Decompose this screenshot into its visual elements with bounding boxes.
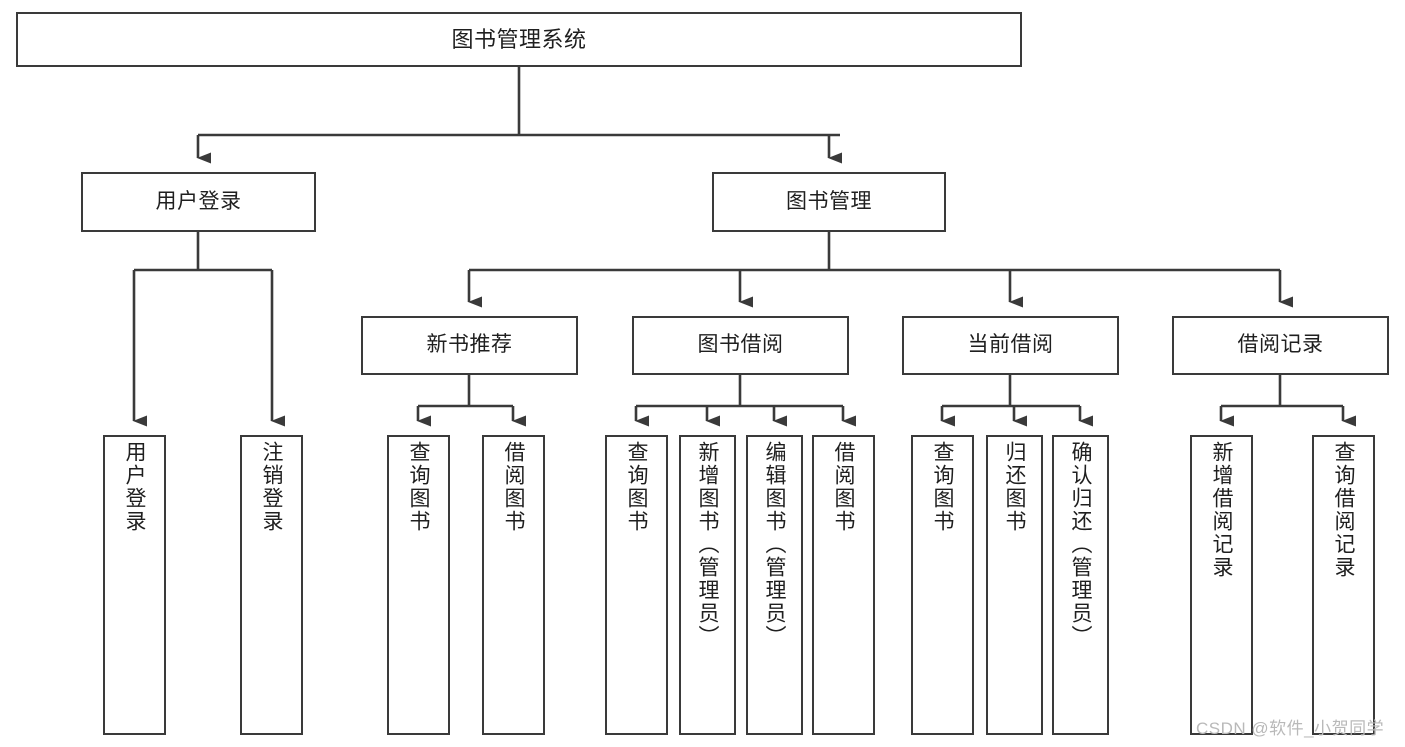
node-leaf-query-book-1[interactable]: 查询图书 bbox=[387, 435, 450, 735]
node-root-system-label: 图书管理系统 bbox=[451, 26, 587, 52]
node-leaf-borrow-book-1-label: 借阅图书 bbox=[502, 441, 525, 533]
node-leaf-return-book[interactable]: 归还图书 bbox=[986, 435, 1043, 735]
node-leaf-confirm-return-admin-label: 确认归还（管理员） bbox=[1069, 441, 1092, 648]
node-borrow-record[interactable]: 借阅记录 bbox=[1172, 316, 1389, 375]
node-leaf-user-logout[interactable]: 注销登录 bbox=[240, 435, 303, 735]
node-book-management-label: 图书管理 bbox=[786, 189, 872, 213]
node-current-borrow[interactable]: 当前借阅 bbox=[902, 316, 1119, 375]
node-leaf-query-borrow-record[interactable]: 查询借阅记录 bbox=[1312, 435, 1375, 735]
node-leaf-query-book-2-label: 查询图书 bbox=[625, 441, 648, 533]
node-leaf-add-book-admin-label: 新增图书（管理员） bbox=[696, 441, 719, 648]
node-book-management[interactable]: 图书管理 bbox=[712, 172, 946, 232]
node-new-book-recommend[interactable]: 新书推荐 bbox=[361, 316, 578, 375]
node-root-system[interactable]: 图书管理系统 bbox=[16, 12, 1022, 67]
node-book-borrow[interactable]: 图书借阅 bbox=[632, 316, 849, 375]
node-leaf-add-book-admin[interactable]: 新增图书（管理员） bbox=[679, 435, 736, 735]
node-user-login-label: 用户登录 bbox=[155, 189, 242, 213]
node-leaf-add-borrow-record[interactable]: 新增借阅记录 bbox=[1190, 435, 1253, 735]
node-leaf-edit-book-admin[interactable]: 编辑图书（管理员） bbox=[746, 435, 803, 735]
node-leaf-confirm-return-admin[interactable]: 确认归还（管理员） bbox=[1052, 435, 1109, 735]
node-leaf-user-logout-label: 注销登录 bbox=[260, 441, 283, 533]
node-new-book-recommend-label: 新书推荐 bbox=[426, 333, 513, 357]
node-leaf-user-login-label: 用户登录 bbox=[123, 441, 146, 533]
node-current-borrow-label: 当前借阅 bbox=[967, 333, 1054, 357]
node-leaf-query-book-3-label: 查询图书 bbox=[931, 441, 954, 533]
node-leaf-borrow-book-2[interactable]: 借阅图书 bbox=[812, 435, 875, 735]
node-leaf-user-login[interactable]: 用户登录 bbox=[103, 435, 166, 735]
node-user-login[interactable]: 用户登录 bbox=[81, 172, 316, 232]
node-leaf-borrow-book-1[interactable]: 借阅图书 bbox=[482, 435, 545, 735]
node-borrow-record-label: 借阅记录 bbox=[1237, 333, 1324, 357]
node-leaf-query-book-3[interactable]: 查询图书 bbox=[911, 435, 974, 735]
node-leaf-return-book-label: 归还图书 bbox=[1003, 441, 1026, 533]
node-book-borrow-label: 图书借阅 bbox=[697, 333, 784, 357]
node-leaf-edit-book-admin-label: 编辑图书（管理员） bbox=[763, 441, 786, 648]
node-leaf-query-book-1-label: 查询图书 bbox=[407, 441, 430, 533]
node-leaf-query-borrow-record-label: 查询借阅记录 bbox=[1332, 441, 1355, 579]
node-leaf-query-book-2[interactable]: 查询图书 bbox=[605, 435, 668, 735]
node-leaf-add-borrow-record-label: 新增借阅记录 bbox=[1210, 441, 1233, 579]
node-leaf-borrow-book-2-label: 借阅图书 bbox=[832, 441, 855, 533]
